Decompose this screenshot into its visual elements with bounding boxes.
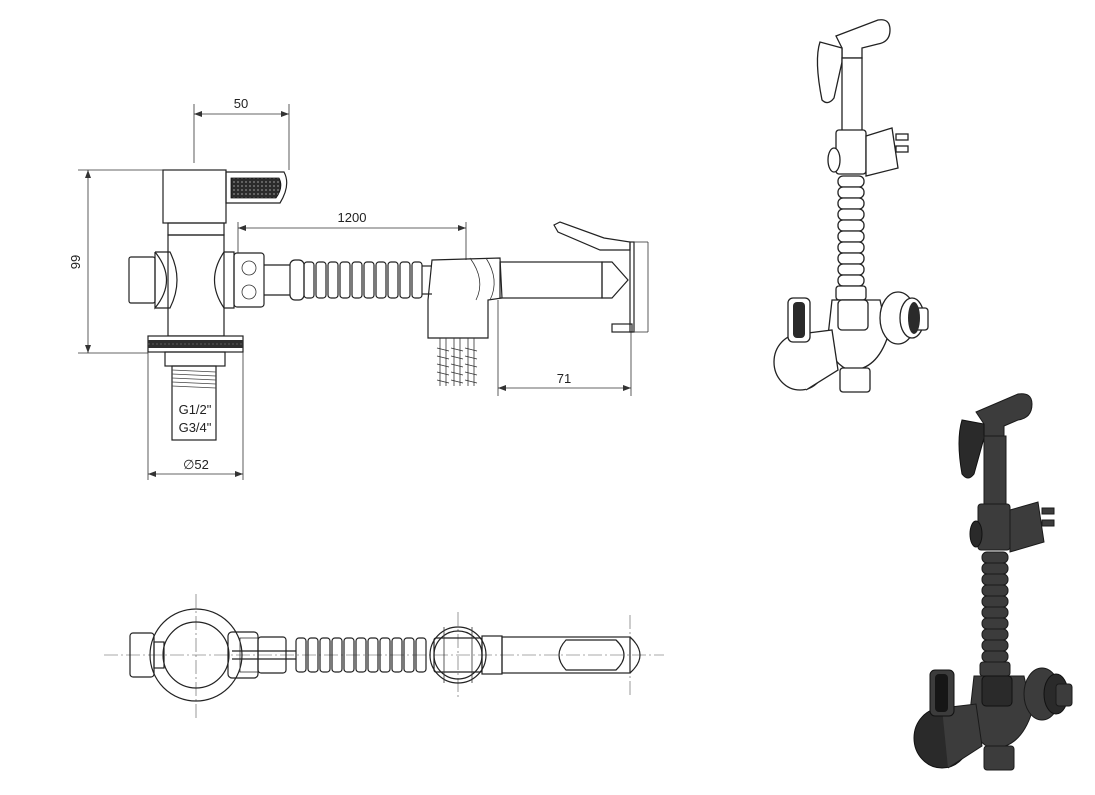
valve-handle <box>225 171 288 204</box>
dimension-99-label: 99 <box>68 255 83 269</box>
top-view <box>104 594 664 718</box>
dimension-handle-offset: 50 <box>193 96 290 170</box>
black-hose <box>979 551 1011 677</box>
dimension-flange-diameter: ∅52 <box>147 352 244 480</box>
isometric-chrome-view <box>773 19 929 393</box>
iso-hose <box>835 175 867 301</box>
black-trigger <box>958 419 985 479</box>
dimension-52-label: ∅52 <box>183 457 209 472</box>
sprayer-trigger <box>553 221 631 251</box>
dimension-71-label: 71 <box>557 371 571 386</box>
dimension-hose-length: 1200 <box>237 210 467 260</box>
side-view: 50 99 <box>68 96 649 480</box>
isometric-black-view <box>913 393 1073 771</box>
dimension-spray-offset: 71 <box>497 300 632 396</box>
thread-label-secondary: G3/4" <box>179 420 212 435</box>
hose-top <box>295 637 427 673</box>
hose-side <box>264 259 432 301</box>
dimension-1200-label: 1200 <box>338 210 367 225</box>
thread-label-primary: G1/2" <box>179 402 212 417</box>
iso-trigger <box>816 41 843 104</box>
dimension-50-label: 50 <box>234 96 248 111</box>
mount-screws <box>436 338 478 386</box>
handle-grip <box>230 177 282 199</box>
sprayer-side <box>499 221 649 333</box>
dimension-body-height: 99 <box>68 169 163 354</box>
valve-cap <box>162 169 227 224</box>
sprayer-trigger-top <box>558 639 625 671</box>
